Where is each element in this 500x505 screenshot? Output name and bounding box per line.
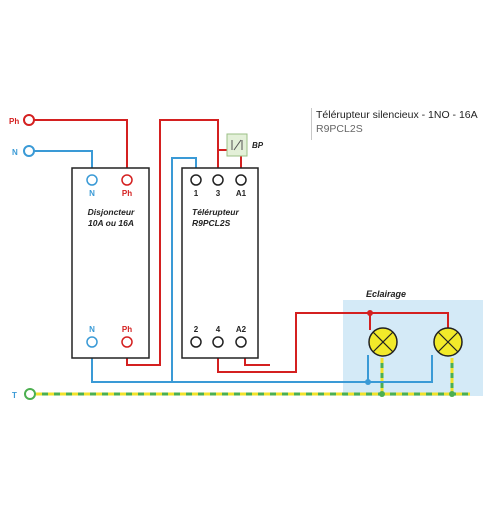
breaker-bottom-terminal-n: N	[89, 325, 95, 334]
relay-module: 1 3 A1 Télérupteur R9PCL2S 2 4 A2	[181, 167, 259, 359]
breaker-module: N Ph Disjoncteur 10A ou 16A N Ph	[71, 167, 150, 359]
supply-neutral-label: N	[12, 148, 18, 157]
relay-top-terminal-3: 3	[216, 189, 221, 198]
relay-top-terminal-a1: A1	[236, 189, 247, 198]
breaker-name-line2: 10A ou 16A	[88, 218, 134, 228]
relay-bottom-terminal-4: 4	[216, 325, 221, 334]
relay-name-line2: R9PCL2S	[192, 218, 231, 228]
breaker-top-terminal-n: N	[89, 189, 95, 198]
product-reference: R9PCL2S	[316, 123, 363, 135]
supply-earth-label: T	[12, 391, 17, 400]
breaker-top-terminal-ph: Ph	[122, 189, 132, 198]
product-title-box: Télérupteur silencieux - 1NO - 16A R9PCL…	[311, 108, 486, 140]
lighting-label: Eclairage	[366, 289, 406, 299]
pushbutton-label: BP	[252, 141, 264, 150]
relay-name-line1: Télérupteur	[192, 207, 239, 217]
supply-phase-label: Ph	[9, 117, 19, 126]
product-title: Télérupteur silencieux - 1NO - 16A	[316, 109, 478, 121]
pushbutton: BP	[226, 133, 264, 157]
earth-wire	[36, 358, 470, 396]
supply-neutral-terminal: N	[12, 145, 35, 157]
supply-earth-terminal: T	[12, 388, 36, 400]
lamp-icon-2	[433, 327, 463, 357]
relay-top-terminal-1: 1	[194, 189, 199, 198]
relay-bottom-terminal-2: 2	[194, 325, 199, 334]
relay-bottom-terminal-a2: A2	[236, 325, 247, 334]
lamp-icon-1	[368, 327, 398, 357]
breaker-bottom-terminal-ph: Ph	[122, 325, 132, 334]
phase-wires	[34, 119, 449, 373]
supply-phase-terminal: Ph	[9, 114, 35, 126]
breaker-name-line1: Disjoncteur	[88, 207, 135, 217]
